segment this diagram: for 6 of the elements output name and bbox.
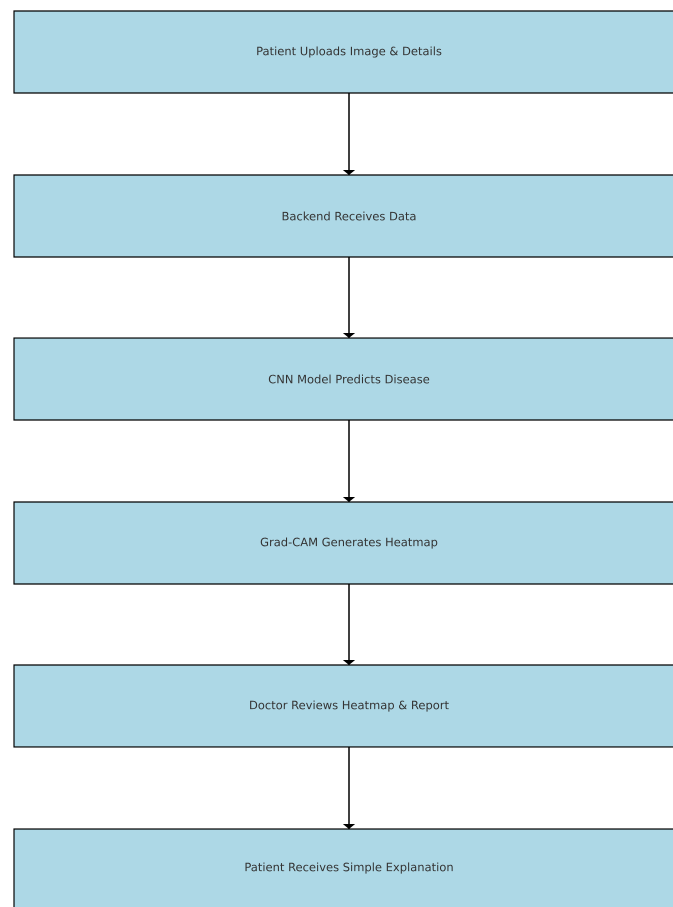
process-box: Patient Uploads Image & Details: [13, 10, 673, 94]
process-box: Patient Receives Simple Explanation: [13, 828, 673, 907]
process-box: Grad-CAM Generates Heatmap: [13, 501, 673, 585]
process-box: CNN Model Predicts Disease: [13, 337, 673, 421]
process-box: Doctor Reviews Heatmap & Report: [13, 664, 673, 748]
process-box: Backend Receives Data: [13, 174, 673, 258]
